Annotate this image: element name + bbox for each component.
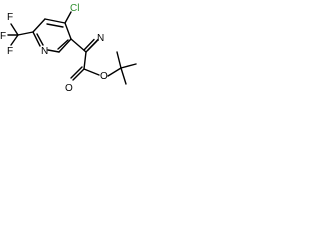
carbonyl-oxygen-label: O [65, 83, 73, 94]
fluorine-label: F [7, 12, 13, 23]
ester-oxygen-label: O [100, 71, 108, 82]
nitrile-nitrogen-label: N [97, 33, 104, 44]
pyridine-nitrogen-label: N [41, 46, 48, 57]
ester-group: O O [65, 51, 108, 94]
fluorine-label: F [0, 31, 6, 42]
trifluoromethyl-group: F F F [0, 12, 34, 57]
cyano-substituent: N [70, 33, 104, 53]
chlorine-label: Cl [70, 3, 79, 14]
chlorine-substituent: Cl [64, 3, 79, 24]
fluorine-label: F [7, 46, 13, 57]
pyridine-ring: N [32, 18, 72, 57]
tert-butyl-group [107, 51, 137, 85]
chemical-structure: F F F N Cl N O O [0, 3, 137, 94]
